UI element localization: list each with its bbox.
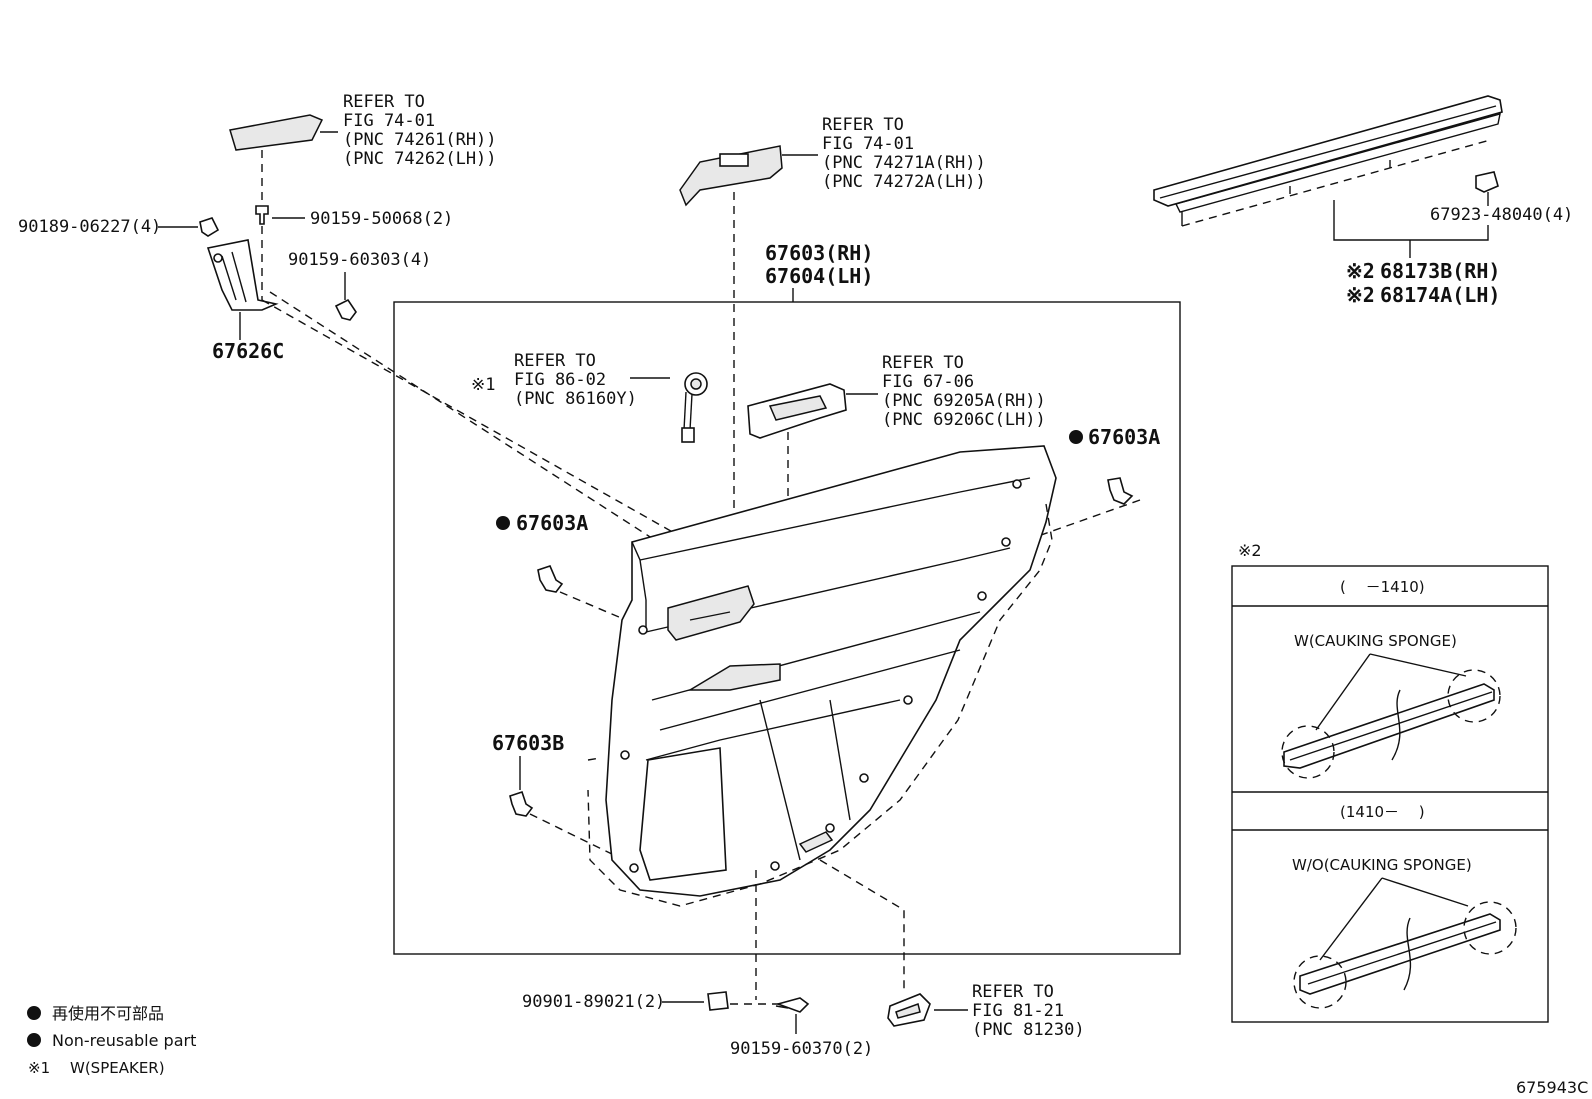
callout-ref-81-21: REFER TO FIG 81-21 (PNC 81230) bbox=[972, 982, 1085, 1040]
part-67603a-left: 67603A bbox=[516, 511, 588, 535]
speaker-part-86160y[interactable] bbox=[681, 372, 708, 443]
part-90159-60370: 90159-60370(2) bbox=[730, 1039, 873, 1059]
non-reusable-mark bbox=[1069, 430, 1083, 444]
inset-row1-header: ( －1410) bbox=[1340, 578, 1425, 596]
part-90159-50068: 90159-50068(2) bbox=[310, 209, 453, 229]
inset-row2-label: W/O(CAUKING SPONGE) bbox=[1292, 856, 1472, 874]
inset-sketch-without-sponge bbox=[1293, 877, 1517, 1009]
weatherstrip-68173b[interactable] bbox=[1153, 95, 1503, 226]
non-reusable-mark bbox=[496, 516, 510, 530]
inset-table bbox=[1231, 565, 1549, 1023]
garnish-part-74261[interactable] bbox=[229, 114, 324, 151]
legend-jp: 再使用不可部品 bbox=[52, 1004, 164, 1023]
inset-mark: ※2 bbox=[1238, 541, 1262, 560]
inside-handle-69205a[interactable] bbox=[747, 383, 847, 439]
legend-bullet-en bbox=[27, 1033, 41, 1047]
inset-sketch-with-sponge bbox=[1281, 653, 1501, 779]
callout-ref-86-02: REFER TO FIG 86-02 (PNC 86160Y) bbox=[514, 351, 637, 409]
switch-base-74271a[interactable] bbox=[679, 145, 783, 207]
screw-90159-60370[interactable] bbox=[775, 997, 810, 1013]
inset-row2-header: (1410－ ) bbox=[1340, 803, 1425, 821]
callout-ref-86-02-mark: ※1 bbox=[471, 375, 495, 395]
inset-row1-label: W(CAUKING SPONGE) bbox=[1294, 632, 1457, 650]
part-90901: 90901-89021(2) bbox=[522, 992, 665, 1012]
assembly-frame bbox=[393, 301, 1181, 955]
clip-67603b[interactable] bbox=[509, 790, 534, 817]
clip-67923[interactable] bbox=[1475, 171, 1499, 193]
part-67603b: 67603B bbox=[492, 731, 564, 755]
screw-90159-60303[interactable] bbox=[334, 298, 357, 321]
callout-ref-67-06: REFER TO FIG 67-06 (PNC 69205A(RH)) (PNC… bbox=[882, 353, 1056, 430]
legend-en: Non-reusable part bbox=[52, 1031, 196, 1050]
part-67626c: 67626C bbox=[212, 339, 284, 363]
clip-90901[interactable] bbox=[707, 991, 729, 1011]
part-67923: 67923-48040(4) bbox=[1430, 205, 1573, 225]
part-68-mark-1: ※2 bbox=[1346, 259, 1375, 283]
part-67603a-right: 67603A bbox=[1088, 425, 1160, 449]
door-trim-panel-67603[interactable] bbox=[605, 445, 1057, 897]
lamp-part-81230[interactable] bbox=[887, 993, 931, 1027]
part-90159-60303: 90159-60303(4) bbox=[288, 250, 431, 270]
legend-note-mark: ※1 bbox=[28, 1059, 50, 1077]
legend-note-text: W(SPEAKER) bbox=[70, 1059, 165, 1077]
part-68173b: 68173B(RH) bbox=[1380, 259, 1500, 283]
clip-67603a-right[interactable] bbox=[1107, 477, 1134, 505]
clip-90189[interactable] bbox=[199, 217, 220, 237]
screw-90159-50068[interactable] bbox=[255, 205, 269, 225]
legend-bullet-jp bbox=[27, 1006, 41, 1020]
part-90189: 90189-06227(4) bbox=[18, 217, 161, 237]
part-68-mark-2: ※2 bbox=[1346, 283, 1375, 307]
bracket-67626c[interactable] bbox=[206, 239, 279, 311]
part-68174a: 68174A(LH) bbox=[1380, 283, 1500, 307]
figure-code: 675943C bbox=[1516, 1078, 1588, 1097]
callout-ref-74-01-b: REFER TO FIG 74-01 (PNC 74271A(RH)) (PNC… bbox=[822, 115, 996, 192]
clip-67603a-left[interactable] bbox=[537, 565, 564, 593]
callout-ref-74-01-a: REFER TO FIG 74-01 (PNC 74261(RH)) (PNC … bbox=[343, 92, 507, 169]
part-67603-rh: 67603(RH) bbox=[765, 241, 873, 265]
part-67604-lh: 67604(LH) bbox=[765, 264, 873, 288]
